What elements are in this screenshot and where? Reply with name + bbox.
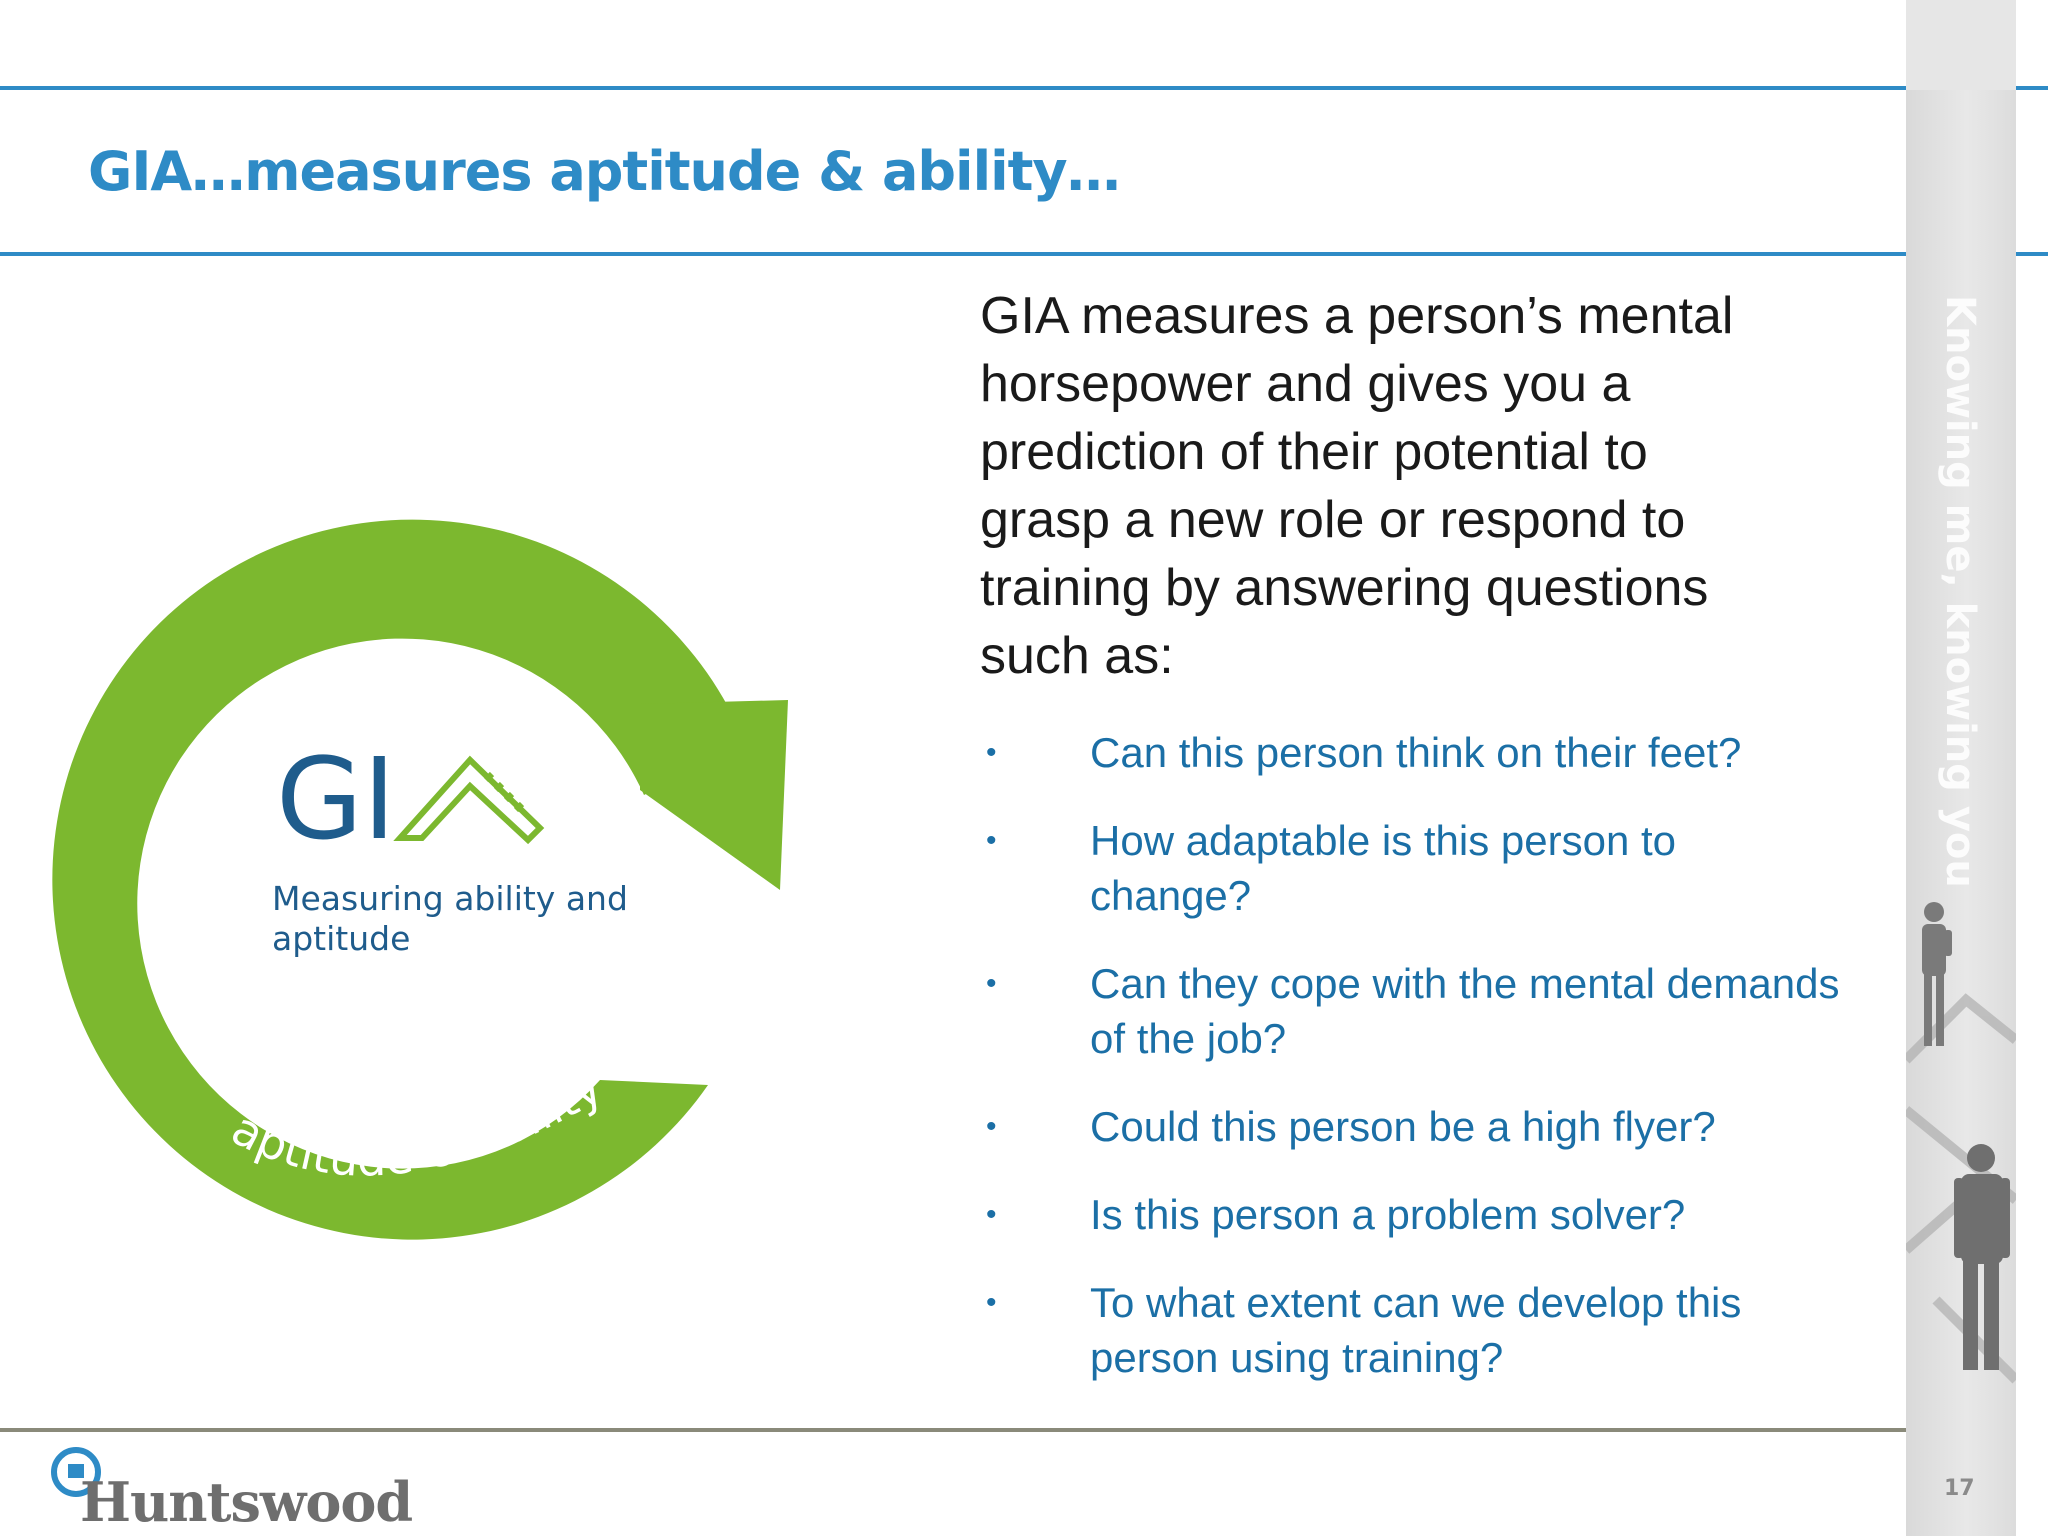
bullet-icon: •: [986, 967, 997, 1000]
list-item-text: Can this person think on their feet?: [1090, 729, 1742, 776]
gia-graphic: GI Measuring ability and aptitude aptitu…: [40, 460, 800, 1265]
logo-letters: GI: [276, 735, 396, 865]
logo-set-square-icon: [393, 755, 545, 845]
slide-title: GIA…measures aptitude & ability…: [88, 140, 1121, 203]
bullet-icon: •: [986, 1286, 997, 1319]
bullet-icon: •: [986, 736, 997, 769]
list-item-text: Could this person be a high flyer?: [1090, 1103, 1716, 1150]
logo-tagline-line2: aptitude: [272, 919, 410, 958]
gia-circular-arrow: GI Measuring ability and aptitude aptitu…: [52, 519, 788, 1240]
list-item: • Is this person a problem solver?: [980, 1187, 1840, 1242]
list-item: • Could this person be a high flyer?: [980, 1099, 1840, 1154]
side-banner: [1906, 0, 2016, 1536]
intro-paragraph: GIA measures a person’s mental horsepowe…: [980, 287, 1734, 685]
arrow-head: [640, 700, 788, 890]
page-number: 17: [1944, 1476, 1975, 1501]
question-list: • Can this person think on their feet? •…: [980, 725, 1840, 1385]
side-banner-top: [1906, 0, 2016, 90]
bullet-icon: •: [986, 1198, 997, 1231]
list-item-text: To what extent can we develop this perso…: [1090, 1279, 1742, 1381]
logo-tagline-line1: Measuring ability and: [272, 879, 628, 918]
list-item: • To what extent can we develop this per…: [980, 1275, 1840, 1385]
bullet-icon: •: [986, 824, 997, 857]
arrow-arc: [52, 519, 746, 1240]
huntswood-logo-icon: [51, 1447, 101, 1497]
bullet-icon: •: [986, 1110, 997, 1143]
list-item-text: Can they cope with the mental demands of…: [1090, 960, 1840, 1062]
list-item: • How adaptable is this person to change…: [980, 813, 1840, 923]
huntswood-logo-text: Huntswood: [80, 1470, 413, 1534]
side-banner-figures: [1906, 902, 2016, 1384]
side-banner-text: Knowing me, knowing you: [1937, 295, 1983, 888]
list-item-text: How adaptable is this person to change?: [1090, 817, 1677, 919]
person-silhouette-large: [1954, 1144, 2010, 1370]
list-item: • Can this person think on their feet?: [980, 725, 1840, 780]
header-bottom-rule: [0, 252, 2048, 256]
list-item: • Can they cope with the mental demands …: [980, 956, 1840, 1066]
footer-rule: [0, 1428, 1906, 1432]
list-item-text: Is this person a problem solver?: [1090, 1191, 1686, 1238]
person-silhouette-small: [1922, 902, 1952, 1046]
header-top-rule: [0, 86, 2048, 90]
